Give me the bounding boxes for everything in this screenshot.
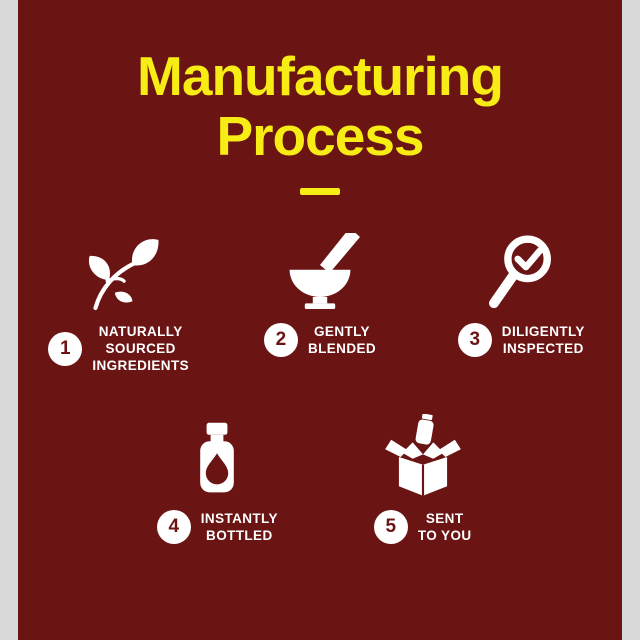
step-number-badge: 5 [373, 510, 408, 544]
step-1-caption: 1 NATURALLY SOURCED INGREDIENTS [48, 323, 189, 374]
leaf-icon [73, 221, 165, 313]
step-number-badge: 1 [48, 331, 83, 366]
mixing-bowl-icon [278, 221, 362, 313]
step-5-caption: 5 SENT TO YOU [373, 510, 472, 544]
step-number-badge: 3 [457, 323, 492, 357]
right-gutter [622, 0, 640, 640]
step-label: SENT TO YOU [417, 511, 472, 543]
steps-row-1: 1 NATURALLY SOURCED INGREDIENTS 2 [18, 221, 622, 374]
step-label: GENTLY BLENDED [307, 324, 377, 356]
step-2: 2 GENTLY BLENDED [219, 221, 420, 374]
step-label: NATURALLY SOURCED INGREDIENTS [92, 324, 190, 373]
left-gutter [0, 0, 18, 640]
step-1: 1 NATURALLY SOURCED INGREDIENTS [18, 221, 219, 374]
shipping-box-icon [380, 408, 466, 500]
step-4: 4 INSTANTLY BOTTLED [115, 408, 320, 544]
step-label: INSTANTLY BOTTLED [200, 511, 278, 543]
step-4-caption: 4 INSTANTLY BOTTLED [156, 510, 278, 544]
step-number-badge: 4 [156, 510, 191, 544]
step-label: DILIGENTLY INSPECTED [501, 324, 585, 356]
step-3-caption: 3 DILIGENTLY INSPECTED [457, 323, 585, 357]
step-5: 5 SENT TO YOU [320, 408, 525, 544]
content-area: Manufacturing Process 1 NATURALLY SOURCE… [18, 0, 622, 640]
page-title: Manufacturing Process [137, 45, 504, 167]
step-2-caption: 2 GENTLY BLENDED [263, 323, 377, 357]
step-number-badge: 2 [263, 323, 298, 357]
step-3: 3 DILIGENTLY INSPECTED [421, 221, 622, 374]
title-divider [300, 188, 340, 195]
bottle-icon [177, 408, 257, 500]
steps-row-2: 4 INSTANTLY BOTTLED [18, 408, 622, 544]
magnifier-check-icon [480, 221, 562, 313]
